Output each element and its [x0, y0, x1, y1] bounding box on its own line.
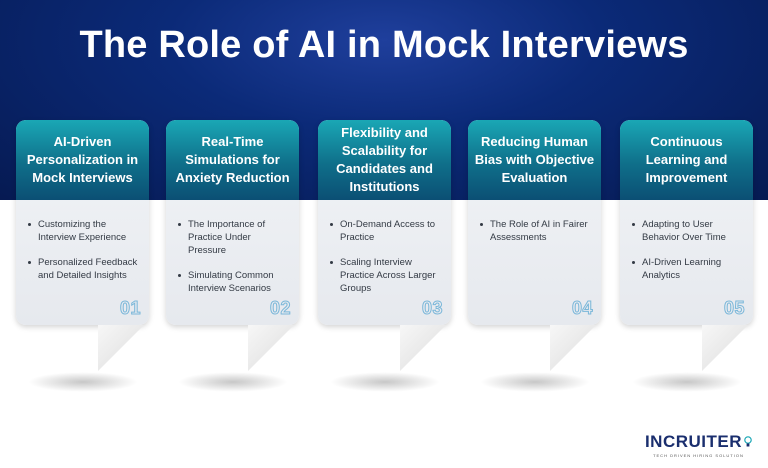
card-point: Scaling Interview Practice Across Larger… — [330, 256, 441, 295]
card-point: Adapting to User Behavior Over Time — [632, 218, 743, 244]
logo-tagline: TECH DRIVEN HIRING SOLUTION — [653, 453, 744, 458]
card-shadow — [632, 372, 742, 392]
card-4: Reducing Human Bias with Objective Evalu… — [468, 120, 601, 325]
card-point: Personalized Feedback and Detailed Insig… — [28, 257, 138, 281]
card-3: Flexibility and Scalability for Candidat… — [318, 120, 451, 325]
card-point: Customizing the Interview Experience — [28, 218, 139, 244]
card-point: On-Demand Access to Practice — [330, 218, 441, 244]
card-point: Simulating Common Interview Scenarios — [178, 269, 289, 295]
brand-logo: INCRUITER TECH DRIVEN HIRING SOLUTION — [645, 432, 752, 458]
card-number: 05 — [723, 298, 745, 319]
card-5: Continuous Learning and Improvement Adap… — [620, 120, 753, 325]
card-point: AI-Driven Learning Analytics — [632, 256, 743, 282]
card-body: Customizing the Interview Experience Per… — [16, 200, 149, 282]
logo-wordmark: INCRUITER — [645, 432, 752, 452]
page-title: The Role of AI in Mock Interviews — [79, 24, 689, 66]
card-shadow — [480, 372, 590, 392]
card-body: Adapting to User Behavior Over Time AI-D… — [620, 200, 753, 282]
card-body: The Importance of Practice Under Pressur… — [166, 200, 299, 295]
card-heading: Flexibility and Scalability for Candidat… — [318, 120, 451, 200]
card-2: Real-Time Simulations for Anxiety Reduct… — [166, 120, 299, 325]
card-heading: Reducing Human Bias with Objective Evalu… — [468, 120, 601, 200]
card-shadow — [178, 372, 288, 392]
card-body: The Role of AI in Fairer Assessments — [468, 200, 601, 244]
card-number: 01 — [119, 298, 141, 319]
card-point: The Importance of Practice Under Pressur… — [178, 218, 289, 257]
lightbulb-icon — [744, 436, 752, 447]
card-shadow — [330, 372, 440, 392]
card-1: AI-Driven Personalization in Mock Interv… — [16, 120, 149, 325]
card-number: 04 — [571, 298, 593, 319]
card-point: The Role of AI in Fairer Assessments — [480, 218, 591, 244]
card-body: On-Demand Access to Practice Scaling Int… — [318, 200, 451, 295]
card-number: 03 — [421, 298, 443, 319]
card-number: 02 — [269, 298, 291, 319]
card-heading: Real-Time Simulations for Anxiety Reduct… — [166, 120, 299, 200]
card-heading: AI-Driven Personalization in Mock Interv… — [16, 120, 149, 200]
card-heading: Continuous Learning and Improvement — [620, 120, 753, 200]
logo-text: INCRUITER — [644, 432, 742, 451]
card-shadow — [28, 372, 138, 392]
